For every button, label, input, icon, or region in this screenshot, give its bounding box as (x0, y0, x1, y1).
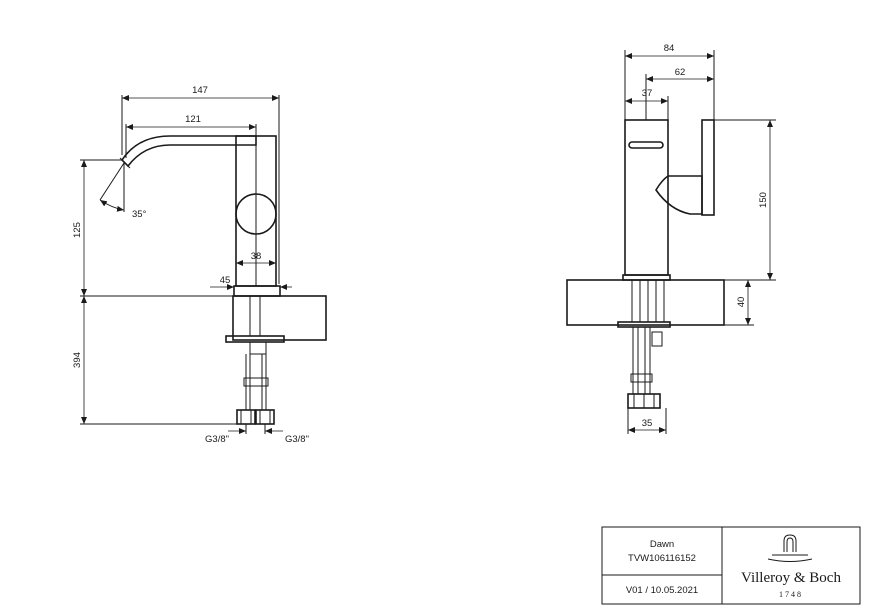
dim-45-label: 45 (220, 275, 231, 286)
side-nut (249, 341, 267, 355)
side-shank (249, 295, 261, 337)
side-hose-connector (243, 377, 269, 387)
dim-150-label: 150 (758, 192, 769, 208)
brand-name: Villeroy & Boch (741, 570, 841, 586)
side-countertop (232, 295, 327, 341)
dim-40-label: 40 (736, 297, 747, 308)
side-washer (225, 335, 285, 343)
dim-35-label: 35 (642, 418, 653, 429)
dim-62-label: 62 (675, 67, 686, 78)
angle-35-arc (99, 199, 125, 212)
front-hose-connector (630, 373, 653, 383)
title-block-frame (601, 526, 861, 605)
brand-year: 1748 (779, 590, 803, 599)
angle-35-label: 35° (132, 209, 147, 220)
angle-35-slope (99, 162, 125, 201)
g-left-label: G3/8" (205, 434, 229, 445)
side-lever (235, 193, 277, 235)
title-block: Dawn TVW106116152 V01 / 10.05.2021 Ville… (601, 526, 861, 605)
dim-394-label: 394 (72, 352, 83, 368)
side-view: 147 121 125 35° 38 45 394 G3/8" G3/8" (72, 85, 327, 445)
g-right-label: G3/8" (285, 434, 309, 445)
side-base-ring (233, 285, 281, 297)
front-washer (617, 321, 671, 328)
side-fitting-right (255, 409, 275, 425)
front-lever-connector (655, 175, 703, 215)
front-lever (701, 119, 715, 216)
side-fitting-left (236, 409, 256, 425)
front-aerator (628, 141, 664, 149)
front-countertop (566, 279, 725, 326)
dim-147-label: 147 (192, 85, 208, 96)
dim-121-label: 121 (185, 114, 201, 125)
front-base-ring (622, 274, 671, 281)
version-date: V01 / 10.05.2021 (626, 585, 698, 596)
dim-125-label: 125 (72, 222, 83, 238)
front-view: 84 62 37 150 40 35 (566, 43, 776, 434)
dim-84-label: 84 (664, 43, 675, 54)
dim-37-label: 37 (642, 88, 653, 99)
product-name: Dawn (650, 539, 674, 550)
dim-38-label: 38 (251, 251, 262, 262)
product-code: TVW106116152 (628, 553, 696, 564)
brand-logo-mark (767, 534, 813, 562)
front-nut (651, 331, 663, 347)
